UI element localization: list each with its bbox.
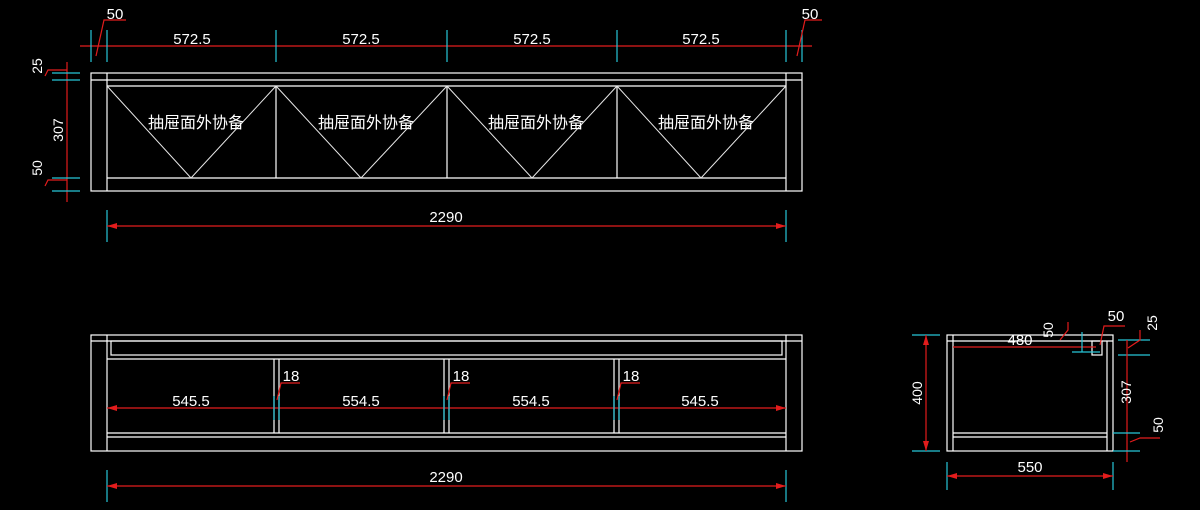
dimension-text: 550 <box>1017 459 1042 476</box>
dimension-text: 50 <box>107 6 124 23</box>
dimension-text: 25 <box>29 58 45 74</box>
dimension-text: 545.5 <box>172 393 210 410</box>
plan-top-rail <box>110 340 783 356</box>
arrowhead <box>776 405 786 411</box>
drawer-label: 抽屉面外协备 <box>488 113 584 132</box>
dimension-text: 480 <box>1007 332 1032 349</box>
dimension-text: 307 <box>50 118 66 142</box>
dimension-text: 18 <box>453 368 470 385</box>
dimension-text: 2290 <box>429 469 462 486</box>
drawer-diagonal <box>275 85 448 179</box>
leader-line <box>276 382 300 401</box>
side-dimensions: 400 480 50 50 25 307 50 550 <box>909 308 1166 490</box>
dimension-text: 50 <box>1108 308 1125 325</box>
arrowhead <box>1103 473 1113 479</box>
plan-view <box>90 334 803 452</box>
drawer-diagonal <box>446 85 618 179</box>
leader-line <box>1059 322 1069 341</box>
side-top-block <box>1091 340 1103 356</box>
dimension-text: 554.5 <box>512 393 550 410</box>
dimension-text: 50 <box>1040 322 1056 338</box>
dimension-text: 400 <box>909 381 925 405</box>
side-view <box>946 334 1114 452</box>
dimension-text: 18 <box>283 368 300 385</box>
arrowhead <box>923 441 929 451</box>
leader-line <box>796 19 822 57</box>
drawer-label: 抽屉面外协备 <box>318 113 414 132</box>
arrowhead <box>923 335 929 345</box>
leader-line <box>44 69 67 77</box>
dimension-text: 18 <box>623 368 640 385</box>
dimension-text: 572.5 <box>682 31 720 48</box>
front-left-dimensions: 25 307 50 <box>29 58 80 202</box>
drawer-diagonal <box>616 85 787 179</box>
leader-line <box>95 19 126 57</box>
leader-line <box>1127 330 1141 349</box>
front-view: 抽屉面外协备 抽屉面外协备 抽屉面外协备 抽屉面外协备 <box>90 72 803 192</box>
arrowhead <box>776 483 786 489</box>
side-outer-frame <box>946 334 1114 452</box>
drawer-label: 抽屉面外协备 <box>658 113 754 132</box>
arrowhead <box>947 473 957 479</box>
leader-line <box>616 382 640 401</box>
drawer-label: 抽屉面外协备 <box>148 113 244 132</box>
dimension-text: 25 <box>1144 315 1160 331</box>
drawer-diagonal <box>106 85 277 179</box>
leader-line <box>1099 325 1125 346</box>
dimension-text: 2290 <box>429 209 462 226</box>
dimension-text: 307 <box>1118 380 1134 404</box>
dimension-text: 50 <box>1150 417 1166 433</box>
leader-line <box>44 179 67 187</box>
plan-inner-dimensions: 18 18 18 545.5 554.5 554.5 545.5 <box>107 368 786 420</box>
arrowhead <box>776 223 786 229</box>
dimension-text: 545.5 <box>681 393 719 410</box>
dimension-text: 50 <box>802 6 819 23</box>
dimension-text: 50 <box>29 160 45 176</box>
dimension-text: 572.5 <box>173 31 211 48</box>
front-total-dimension: 2290 <box>106 209 787 242</box>
leader-line <box>1129 437 1160 443</box>
dimension-text: 572.5 <box>342 31 380 48</box>
plan-outer-frame <box>90 334 803 452</box>
arrowhead <box>107 223 117 229</box>
dimension-text: 572.5 <box>513 31 551 48</box>
arrowhead <box>107 483 117 489</box>
front-outer-frame <box>90 72 803 192</box>
leader-line <box>446 382 470 401</box>
arrowhead <box>107 405 117 411</box>
dimension-text: 554.5 <box>342 393 380 410</box>
front-top-dimensions: 50 572.5 572.5 572.5 572.5 50 <box>80 6 822 62</box>
plan-total-dimension: 2290 <box>106 469 787 502</box>
